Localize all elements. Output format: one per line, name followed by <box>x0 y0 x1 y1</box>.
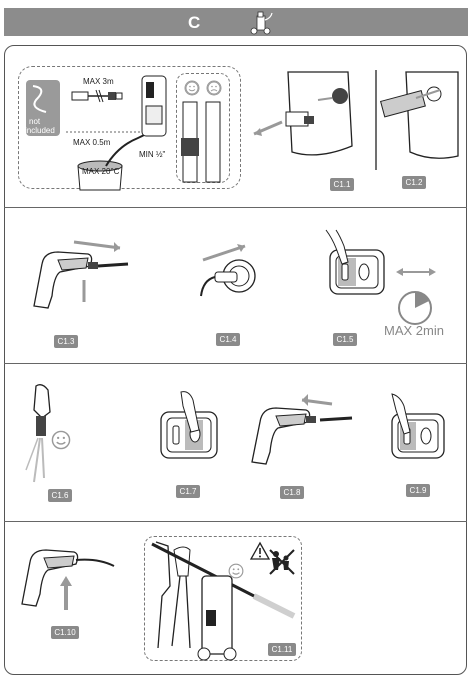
press-trigger-illustration <box>21 549 115 610</box>
smiley-happy-icon <box>228 563 244 579</box>
step-tag-c1-2: C1.2 <box>402 176 426 189</box>
hose-length-label: MAX 3m <box>83 77 114 86</box>
row-divider <box>4 207 467 208</box>
step-tag-c1-11: C1.11 <box>268 643 296 656</box>
max-time-label: MAX 2min <box>384 323 444 338</box>
filter-check-panel <box>176 73 230 183</box>
attach-connector-illustration <box>375 70 459 170</box>
smiley-happy-icon <box>185 81 199 95</box>
min-diameter-label: MIN ½" <box>139 150 166 159</box>
section-header: C <box>4 8 468 36</box>
max-height-label: MAX 0.5m <box>73 138 111 147</box>
clock-icon <box>398 291 432 325</box>
step-tag-c1-7: C1.7 <box>176 485 200 498</box>
switch-on-again-illustration <box>160 391 218 459</box>
attach-lance-illustration <box>33 240 129 309</box>
switch-off-illustration <box>391 393 445 459</box>
step-tag-c1-1: C1.1 <box>330 178 354 191</box>
step-tag-c1-6: C1.6 <box>48 489 72 502</box>
row-divider <box>4 521 467 522</box>
warning-icon <box>249 541 271 560</box>
step-tag-c1-5: C1.5 <box>333 333 357 346</box>
not-included-label-1: not <box>29 117 41 126</box>
plug-in-illustration <box>200 244 256 297</box>
step-tag-c1-10: C1.10 <box>51 626 79 639</box>
row-divider <box>4 363 467 364</box>
attach-nozzle-illustration <box>251 394 353 465</box>
no-people-icon <box>269 549 295 575</box>
step-tag-c1-4: C1.4 <box>216 333 240 346</box>
step-tag-c1-3: C1.3 <box>54 335 78 348</box>
step-tag-c1-8: C1.8 <box>280 486 304 499</box>
smiley-happy-icon <box>51 430 71 450</box>
max-temp-label: MAX 20°C <box>82 167 120 176</box>
usage-panel <box>144 536 302 661</box>
water-supply-panel <box>18 66 241 189</box>
step-tag-c1-9: C1.9 <box>406 484 430 497</box>
switch-on-illustration <box>325 229 385 295</box>
using-machine-illustration <box>151 541 296 661</box>
smiley-sad-icon <box>207 81 221 95</box>
section-letter: C <box>188 13 201 32</box>
water-supply-illustration <box>26 75 222 191</box>
sprayer-icon <box>250 11 273 35</box>
not-included-label-2: included <box>25 126 55 135</box>
timer-illustration <box>396 268 436 276</box>
instructions-frame <box>4 45 467 675</box>
connect-hose-illustration <box>253 71 353 156</box>
purge-air-illustration <box>25 384 51 483</box>
